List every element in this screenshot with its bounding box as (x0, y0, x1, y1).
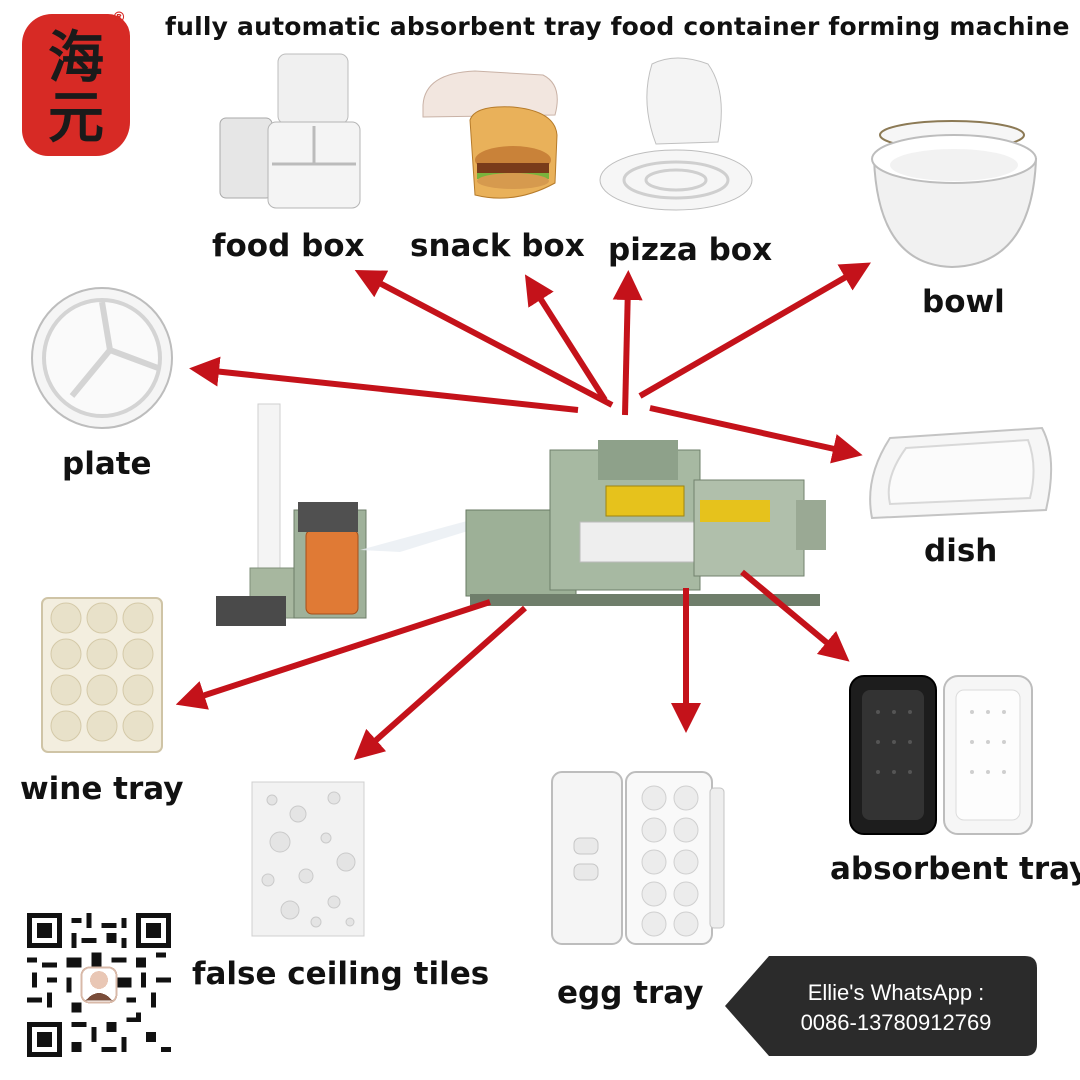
brand-logo: 海 元 (22, 14, 130, 156)
label-pizza-box: pizza box (608, 232, 773, 268)
bowl-image (871, 120, 1038, 269)
whatsapp-contact-text: Ellie's WhatsApp : 0086-13780912769 (760, 978, 1032, 1038)
label-wine-tray: wine tray (20, 771, 184, 807)
label-food-box: food box (212, 228, 365, 264)
arrow-to-food-box (354, 270, 614, 408)
whatsapp-contact-bubble[interactable] (725, 956, 1037, 1056)
logo-char-top: 海 (48, 25, 104, 91)
wine-tray-image (41, 597, 163, 753)
page-title: fully automatic absorbent tray food cont… (165, 12, 1070, 41)
forming-machine-image (216, 403, 826, 626)
arrow-to-pizza-box (612, 270, 643, 416)
pizza-box-image (599, 57, 753, 211)
logo-char-bottom: 元 (48, 85, 104, 151)
label-plate: plate (62, 446, 152, 482)
label-bowl: bowl (922, 284, 1005, 320)
label-snack-box: snack box (410, 228, 585, 264)
whatsapp-phone-number: 0086-13780912769 (800, 1010, 992, 1035)
qr-code[interactable] (27, 913, 171, 1057)
registered-mark: ® (112, 10, 126, 26)
absorbent-tray-image (849, 675, 1033, 835)
whatsapp-contact-label: Ellie's WhatsApp : (807, 980, 985, 1005)
dish-image (869, 426, 1053, 520)
egg-tray-image (551, 771, 725, 945)
plate-image (31, 287, 173, 429)
label-false-ceiling-tiles: false ceiling tiles (192, 956, 490, 992)
arrow-to-bowl (638, 262, 871, 399)
snack-box-image (422, 70, 558, 199)
false-ceiling-tile-image (251, 781, 365, 937)
label-dish: dish (924, 533, 998, 569)
label-egg-tray: egg tray (557, 975, 704, 1011)
arrow-to-snack-box (524, 274, 608, 402)
label-absorbent-tray: absorbent tray (830, 851, 1080, 887)
food-box-image (219, 53, 361, 209)
